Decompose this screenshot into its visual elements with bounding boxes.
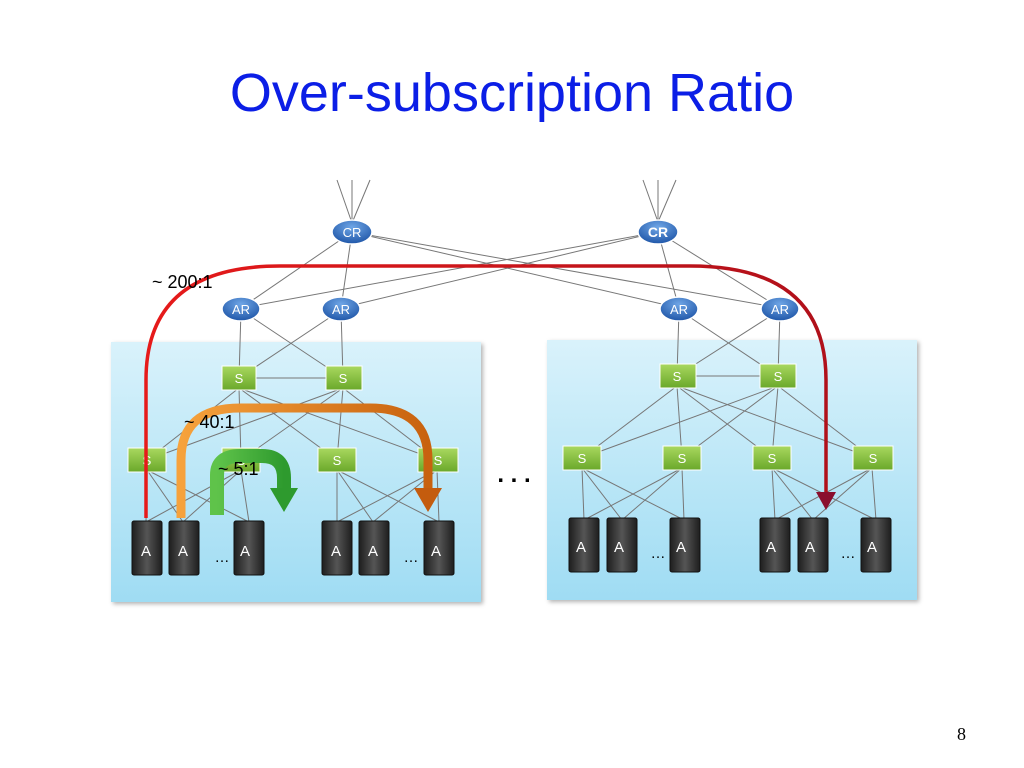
switch-label: S — [434, 453, 443, 468]
host-label: A — [240, 543, 250, 560]
host-label: A — [614, 539, 624, 556]
arrow-40-ratio — [176, 403, 442, 518]
host: A — [321, 520, 353, 576]
host-label: A — [331, 543, 341, 560]
core-router-1: CR — [331, 219, 373, 245]
switch-label: S — [673, 369, 682, 384]
host-ellipsis: … — [215, 549, 230, 566]
switch-label: S — [678, 451, 687, 466]
slide-title: Over-subscription Ratio — [229, 63, 795, 123]
host: A — [759, 517, 791, 573]
host: A — [423, 520, 455, 576]
agg-switch-3: S — [659, 363, 697, 389]
access-router-1: AR — [221, 296, 261, 322]
core-links — [240, 231, 781, 309]
access-router-label: AR — [232, 302, 250, 317]
switch-label: S — [768, 451, 777, 466]
switch-label: S — [774, 369, 783, 384]
page-number: 8 — [957, 724, 966, 744]
arrow-200-ratio — [144, 264, 836, 518]
core-router-2: CR — [637, 219, 679, 245]
agg-switch-2: S — [325, 365, 363, 391]
host: A — [860, 517, 892, 573]
host-label: A — [676, 539, 686, 556]
host-label: A — [805, 539, 815, 556]
host-label: A — [431, 543, 441, 560]
access-router-4: AR — [760, 296, 800, 322]
pods-ellipsis: . . . — [497, 461, 530, 488]
host-label: A — [867, 539, 877, 556]
ratio-label-5: ~ 5:1 — [218, 459, 259, 479]
host-label: A — [178, 543, 188, 560]
tor-switch-6: S — [662, 445, 702, 471]
host: A — [168, 520, 200, 576]
tor-switch-3: S — [317, 447, 357, 473]
host-label: A — [368, 543, 378, 560]
host: A — [358, 520, 390, 576]
agg-switch-1: S — [221, 365, 257, 391]
core-router-label: CR — [343, 225, 362, 240]
agg-switch-4: S — [759, 363, 797, 389]
access-router-3: AR — [659, 296, 699, 322]
switch-label: S — [339, 371, 348, 386]
host-label: A — [141, 543, 151, 560]
host: A — [797, 517, 829, 573]
host: A — [669, 517, 701, 573]
tor-switch-5: S — [562, 445, 602, 471]
host: A — [568, 517, 600, 573]
switch-label: S — [578, 451, 587, 466]
uplinks — [336, 179, 677, 224]
switch-label: S — [333, 453, 342, 468]
arrow-5-ratio — [210, 449, 298, 515]
host: A — [131, 520, 163, 576]
switch-label: S — [869, 451, 878, 466]
host-ellipsis: … — [651, 545, 666, 562]
host: A — [606, 517, 638, 573]
host-ellipsis: … — [404, 549, 419, 566]
host-label: A — [766, 539, 776, 556]
host: A — [233, 520, 265, 576]
tor-switch-7: S — [752, 445, 792, 471]
ratio-label-40: ~ 40:1 — [184, 412, 235, 432]
host-label: A — [576, 539, 586, 556]
core-router-label: CR — [648, 224, 668, 240]
switch-label: S — [235, 371, 244, 386]
access-router-label: AR — [670, 302, 688, 317]
tor-switch-8: S — [852, 445, 894, 471]
access-router-2: AR — [321, 296, 361, 322]
access-router-label: AR — [771, 302, 789, 317]
ratio-label-200: ~ 200:1 — [152, 272, 213, 292]
access-router-label: AR — [332, 302, 350, 317]
host-ellipsis: … — [841, 545, 856, 562]
